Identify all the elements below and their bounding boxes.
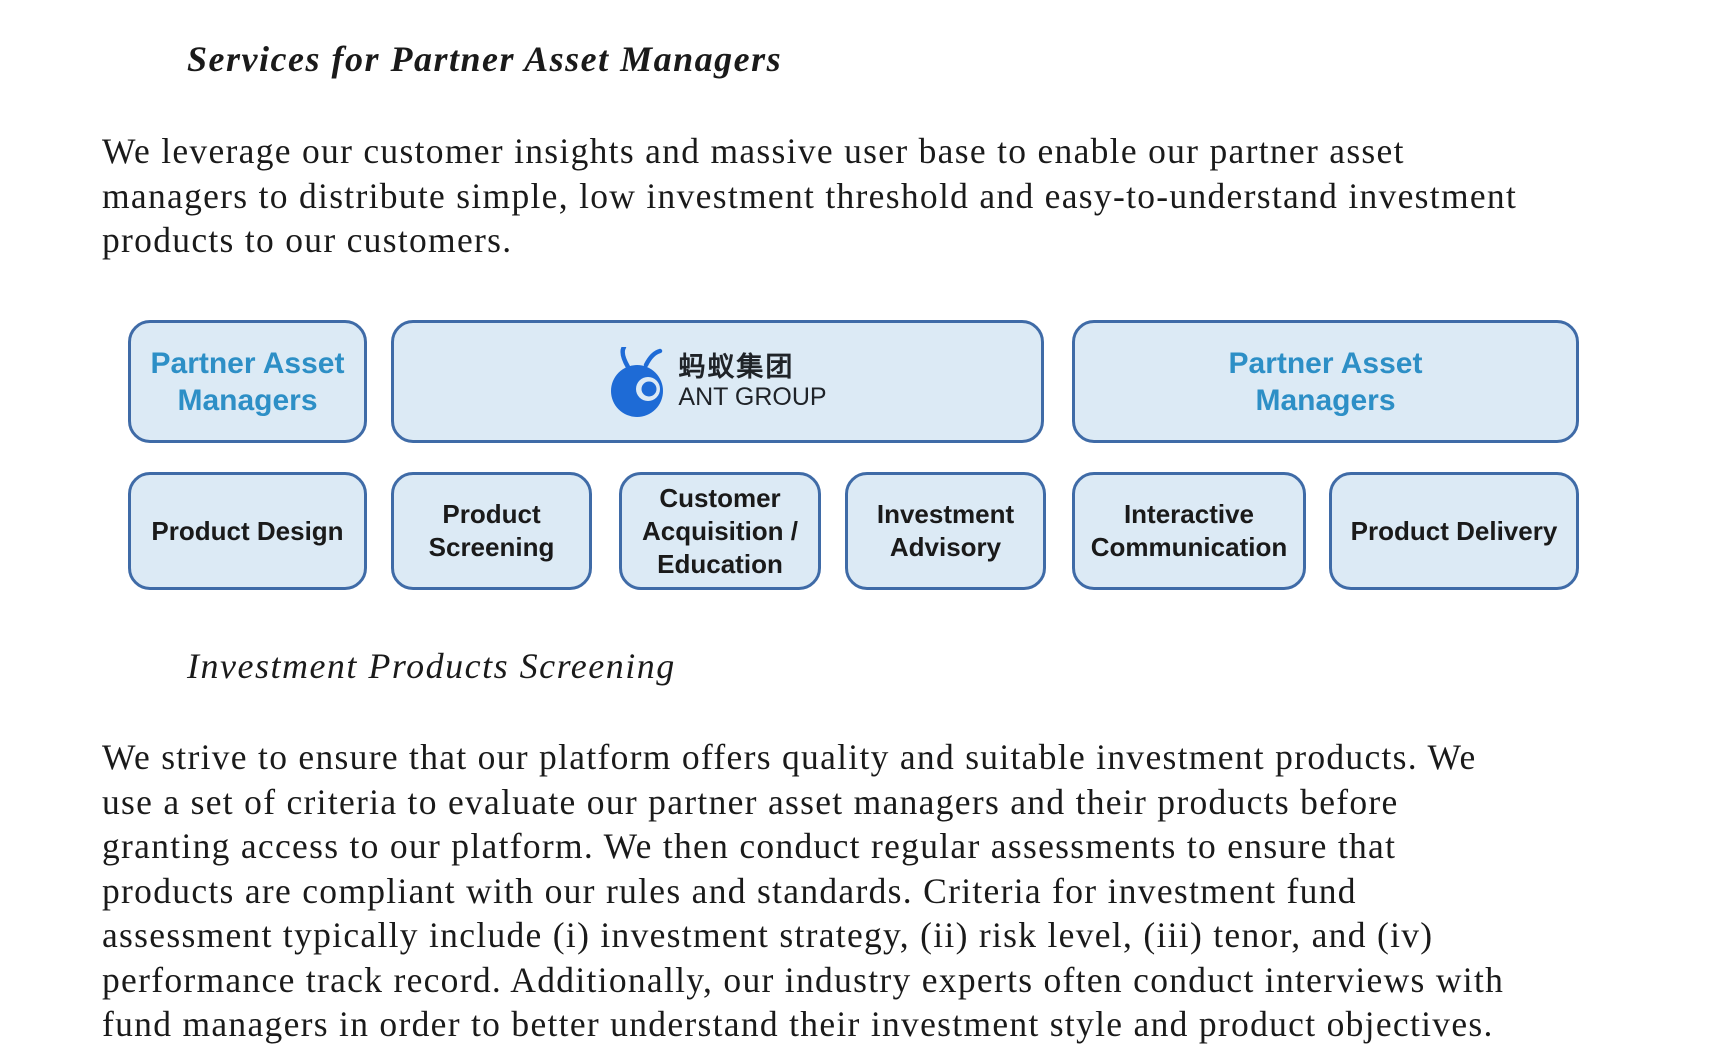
box-label-line: Managers xyxy=(1255,383,1396,417)
paragraph-line: We leverage our customer insights and ma… xyxy=(102,131,1405,171)
box-label-line: Product xyxy=(442,499,541,529)
box-label-line: Communication xyxy=(1090,532,1288,562)
box-label-line: Advisory xyxy=(889,532,1002,562)
box-label-line: Investment xyxy=(876,499,1015,529)
partner-asset-managers-left-box: Partner Asset Managers xyxy=(128,320,367,443)
box-label-line: Education xyxy=(657,548,783,579)
interactive-communication-box: Interactive Communication xyxy=(1072,472,1306,590)
box-label-line: Acquisition / xyxy=(642,515,798,546)
partner-asset-managers-right-box: Partner Asset Managers xyxy=(1072,320,1579,443)
paragraph-line: products are compliant with our rules an… xyxy=(102,870,1357,911)
box-label-line: Partner Asset xyxy=(1228,346,1423,380)
box-label-line: Screening xyxy=(428,532,555,562)
customer-acquisition-box: Customer Acquisition / Education xyxy=(619,472,821,590)
paragraph-line: granting access to our platform. We then… xyxy=(102,826,1397,866)
screening-heading: Investment Products Screening xyxy=(187,646,676,686)
box-label-line: Customer xyxy=(659,482,781,513)
services-paragraph: We leverage our customer insights and ma… xyxy=(102,129,1662,263)
paragraph-line: We strive to ensure that our platform of… xyxy=(102,737,1477,777)
paragraph-line: assessment typically include (i) investm… xyxy=(102,915,1434,955)
investment-advisory-box: Investment Advisory xyxy=(845,472,1046,590)
box-label-line: Managers xyxy=(177,383,318,417)
paragraph-line: use a set of criteria to evaluate our pa… xyxy=(102,781,1399,822)
ant-group-logo: 蚂蚁集团 ANT GROUP xyxy=(608,346,827,417)
product-screening-box: Product Screening xyxy=(391,472,592,590)
product-design-box: Product Design xyxy=(128,472,367,590)
services-heading: Services for Partner Asset Managers xyxy=(187,39,783,79)
paragraph-line: products to our customers. xyxy=(102,220,513,260)
box-label-line: Product Design xyxy=(151,515,344,546)
paragraph-line: managers to distribute simple, low inves… xyxy=(102,175,1518,216)
logo-english-name: ANT GROUP xyxy=(678,382,827,411)
ant-group-box: 蚂蚁集团 ANT GROUP xyxy=(391,320,1044,443)
box-label-line: Partner Asset xyxy=(150,346,345,380)
screening-paragraph: We strive to ensure that our platform of… xyxy=(102,735,1662,1047)
product-delivery-box: Product Delivery xyxy=(1329,472,1579,590)
paragraph-line: fund managers in order to better underst… xyxy=(102,1004,1494,1044)
box-label-line: Product Delivery xyxy=(1350,515,1558,546)
paragraph-line: performance track record. Additionally, … xyxy=(102,959,1505,1000)
ant-group-logo-icon xyxy=(611,346,664,417)
box-label-line: Interactive xyxy=(1123,499,1255,529)
logo-chinese-name: 蚂蚁集团 xyxy=(678,351,795,383)
